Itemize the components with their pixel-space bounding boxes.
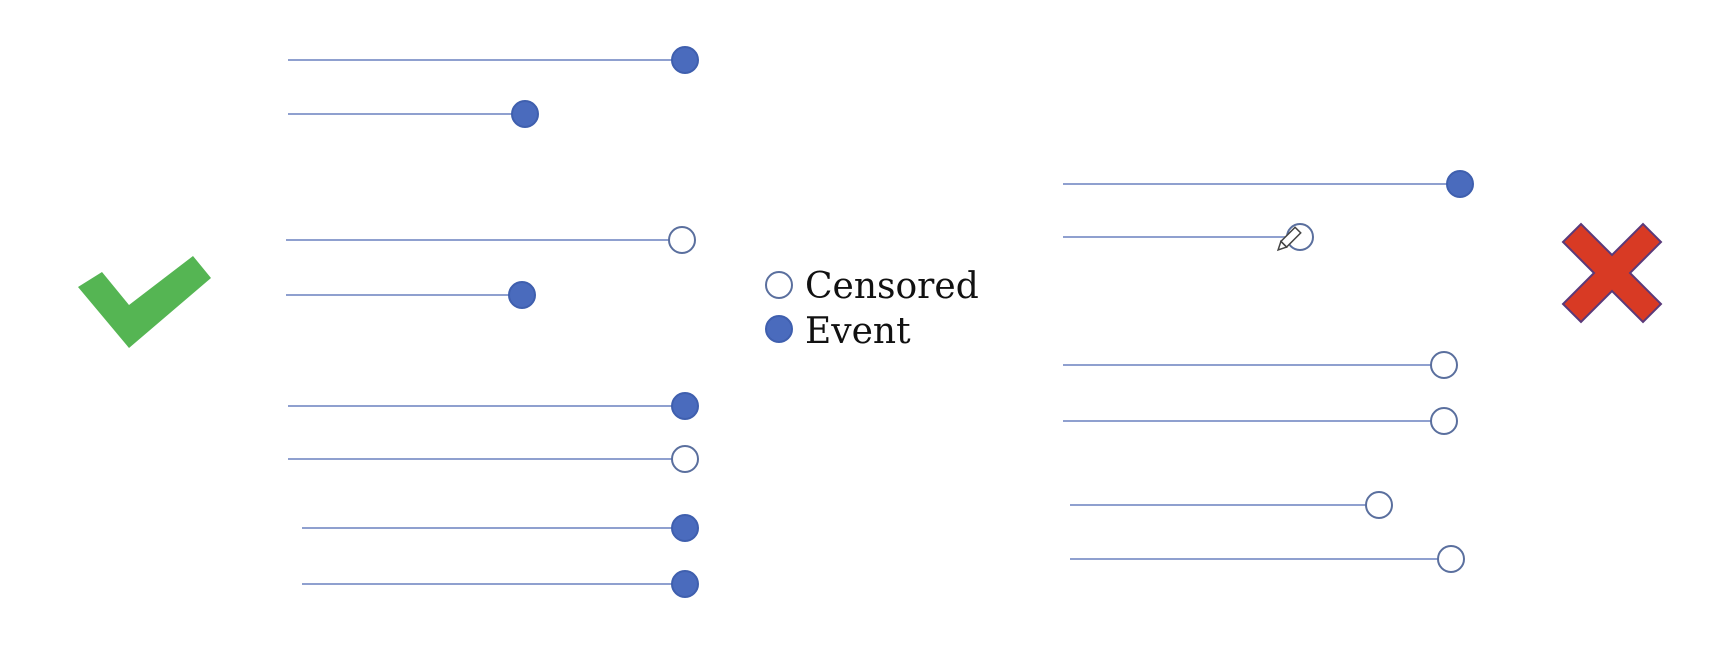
left-event-marker-5 [671,392,699,420]
left-event-marker-4 [508,281,536,309]
legend-event-label: Event [805,311,911,352]
left-event-marker-7 [671,514,699,542]
left-subject-group [286,46,699,598]
left-censored-marker-6 [671,445,699,473]
left-event-marker-1 [671,46,699,74]
right-censored-marker-3 [1430,351,1458,379]
right-censored-marker-4 [1430,407,1458,435]
checkmark-icon [78,256,211,348]
right-subject-group [1063,170,1474,573]
left-censored-marker-3 [668,226,696,254]
left-event-marker-2 [511,100,539,128]
legend-censored-marker [765,271,793,299]
right-event-marker-1 [1446,170,1474,198]
left-event-marker-8 [671,570,699,598]
pencil-cursor-icon [1276,226,1302,252]
legend-event-marker [765,315,793,343]
right-censored-marker-6 [1437,545,1465,573]
cross-icon [1561,222,1663,324]
right-censored-marker-5 [1365,491,1393,519]
legend: Censored Event [765,266,979,352]
legend-censored-label: Censored [805,266,979,307]
